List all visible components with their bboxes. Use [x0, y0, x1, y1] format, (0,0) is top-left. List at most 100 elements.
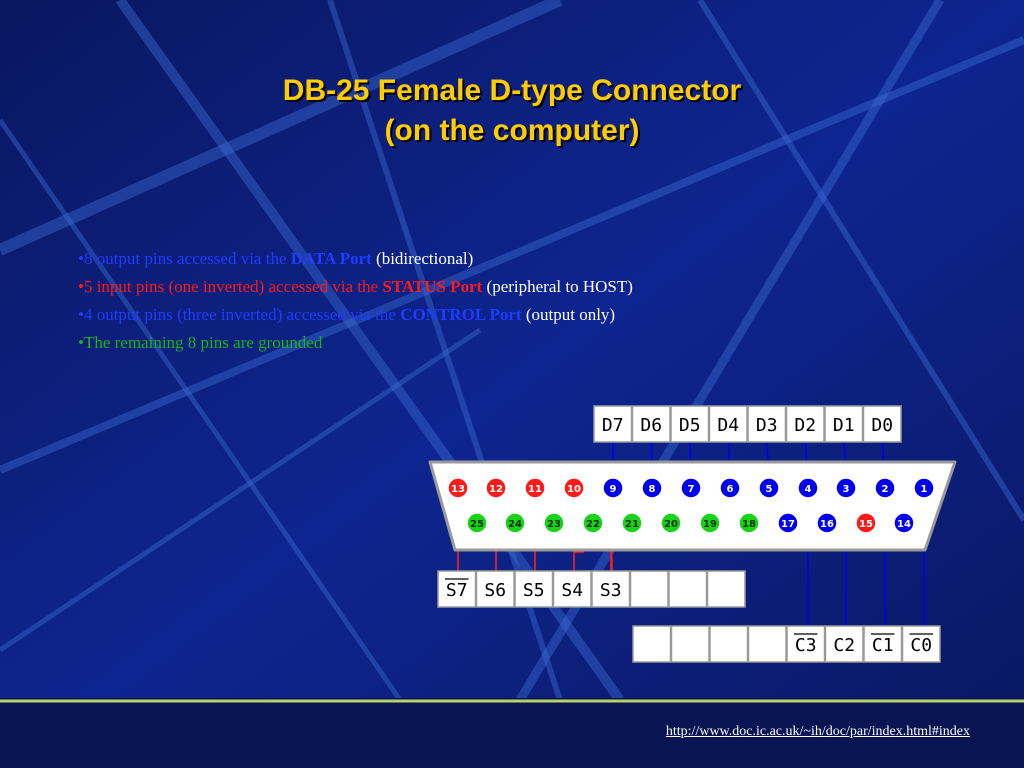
pin-number: 17: [781, 519, 795, 530]
bullet-note: (bidirectional): [371, 249, 474, 268]
pin-3: [835, 477, 857, 499]
pin-number: 15: [859, 519, 873, 530]
pin-13: [447, 477, 469, 499]
pin-14: [893, 512, 915, 534]
status-register-cell: [591, 570, 631, 608]
control-register-cell: [747, 625, 787, 663]
pin-number: 12: [489, 484, 503, 495]
pin-5: [758, 477, 780, 499]
status-register-label: S6: [484, 580, 506, 601]
status-register-label: S7: [446, 580, 468, 601]
status-register-label: S3: [600, 580, 622, 601]
pin-number: 22: [586, 519, 600, 530]
pin-number: 16: [820, 519, 834, 530]
status-register-cell: [514, 570, 554, 608]
bullet-text: 4 output pins (three inverted) accessed …: [83, 305, 401, 324]
status-register-label: S4: [561, 580, 583, 601]
pin-10: [563, 477, 585, 499]
pin-1: [913, 477, 935, 499]
bullet-status-port: •5 input pins (one inverted) accessed vi…: [78, 273, 633, 301]
pin-number: 23: [547, 519, 561, 530]
data-register-label: D5: [679, 415, 701, 436]
data-register-cell: [824, 405, 864, 443]
bullet-note: (output only): [521, 305, 616, 324]
pin-21: [621, 512, 643, 534]
pin-number: 14: [897, 519, 911, 530]
bullet-port-name: DATA Port: [290, 249, 372, 268]
pin-number: 8: [649, 484, 656, 495]
pin-number: 24: [508, 519, 522, 530]
connector-shell: [428, 460, 957, 552]
bullet-marker: •: [78, 333, 84, 352]
bullet-port-name: CONTROL Port: [400, 305, 522, 324]
pin-number: 18: [742, 519, 756, 530]
pin-9: [602, 477, 624, 499]
control-register-label: C0: [910, 635, 932, 656]
control-register-cell: [709, 625, 749, 663]
status-register-cell: [668, 570, 708, 608]
pin-11: [524, 477, 546, 499]
control-register-cell: [901, 625, 941, 663]
control-register-label: C2: [833, 635, 855, 656]
pin-number: 7: [688, 484, 695, 495]
pin-number: 19: [703, 519, 717, 530]
pin-17: [777, 512, 799, 534]
bullet-marker: •: [78, 277, 84, 296]
pin-20: [660, 512, 682, 534]
slide-title-line-1: DB-25 Female D-type Connector: [282, 74, 742, 107]
pin-22: [582, 512, 604, 534]
pin-number: 9: [610, 484, 617, 495]
pin-number: 21: [625, 519, 639, 530]
bullet-note: (peripheral to HOST): [482, 277, 633, 296]
pin-number: 11: [528, 484, 542, 495]
bullet-data-port: •8 output pins accessed via the DATA Por…: [78, 245, 633, 273]
pin-8: [641, 477, 663, 499]
control-register-cell: [632, 625, 672, 663]
pin-15: [855, 512, 877, 534]
pin-number: 2: [882, 484, 889, 495]
status-register-cell: [706, 570, 746, 608]
pin-16: [816, 512, 838, 534]
data-register-cell: [747, 405, 787, 443]
bullet-text: 8 output pins accessed via the: [83, 249, 291, 268]
pin-number: 4: [805, 484, 812, 495]
pin-number: 1: [921, 484, 928, 495]
pin-6: [719, 477, 741, 499]
pin-24: [504, 512, 526, 534]
bullet-control-port: •4 output pins (three inverted) accessed…: [78, 301, 633, 329]
control-register-cell: [863, 625, 903, 663]
bullet-port-name: STATUS Port: [382, 277, 483, 296]
pin-18: [738, 512, 760, 534]
data-register-cell: [593, 405, 633, 443]
data-register-cell: [631, 405, 671, 443]
pin-23: [543, 512, 565, 534]
status-register-cell: [437, 570, 477, 608]
pin-number: 3: [843, 484, 850, 495]
data-register-cell: [785, 405, 825, 443]
source-link[interactable]: http://www.doc.ic.ac.uk/~ih/doc/par/inde…: [665, 724, 970, 739]
data-register-cell: [708, 405, 748, 443]
data-register-label: D6: [640, 415, 662, 436]
pin-number: 6: [727, 484, 734, 495]
pin-number: 10: [567, 484, 581, 495]
pin-2: [874, 477, 896, 499]
pin-12: [485, 477, 507, 499]
pin-25: [466, 512, 488, 534]
status-register-cell: [629, 570, 669, 608]
pin-7: [680, 477, 702, 499]
data-register-cell: [862, 405, 902, 443]
control-register-cell: [670, 625, 710, 663]
bullet-list: •8 output pins accessed via the DATA Por…: [78, 245, 633, 357]
data-register-label: D4: [717, 415, 739, 436]
bullet-marker: •: [78, 249, 84, 268]
pin-number: 13: [451, 484, 465, 495]
status-register-label: S5: [523, 580, 545, 601]
bullet-text: The remaining 8 pins are grounded: [83, 333, 323, 352]
control-register-cell: [824, 625, 864, 663]
control-register-label: C1: [872, 635, 894, 656]
control-register-label: C3: [795, 635, 817, 656]
status-register-cell: [552, 570, 592, 608]
status-register-cell: [475, 570, 515, 608]
